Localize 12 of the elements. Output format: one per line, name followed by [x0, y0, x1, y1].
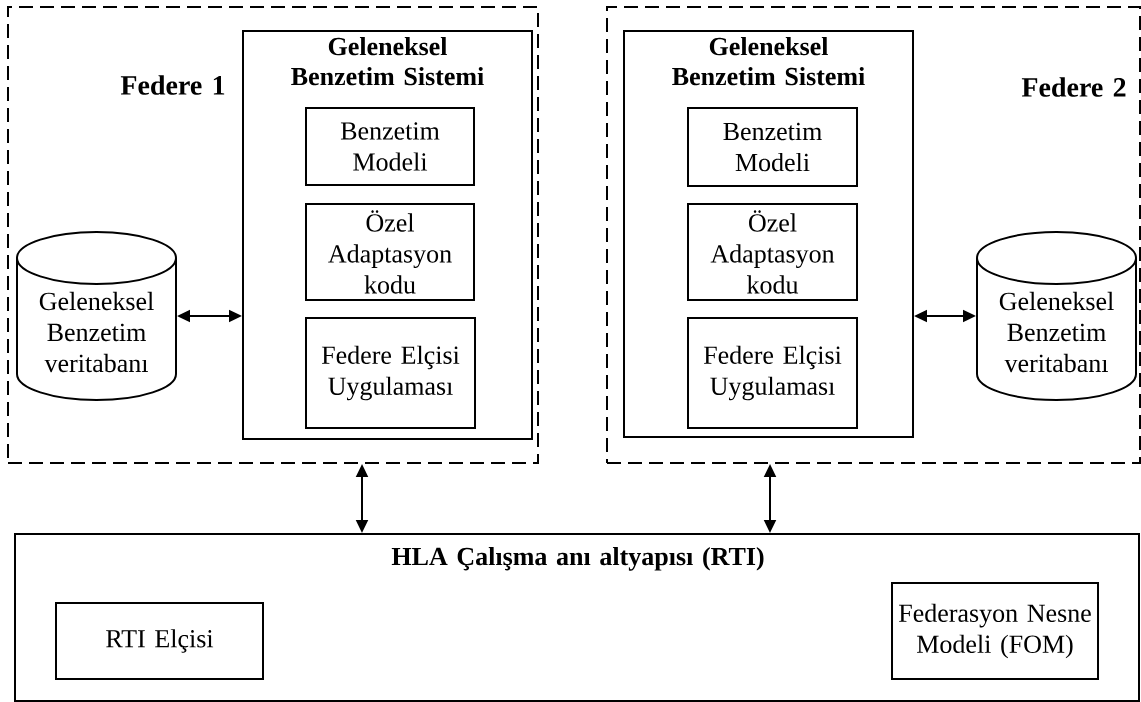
- module-box: Özel Adaptasyon kodu: [305, 203, 475, 301]
- node-label: Geleneksel Benzetim veritabanı: [999, 291, 1114, 373]
- node-label: Geleneksel Benzetim veritabanı: [39, 291, 154, 373]
- module-box: Özel Adaptasyon kodu: [687, 203, 858, 301]
- database-cylinder: Geleneksel Benzetim veritabanı: [976, 231, 1137, 401]
- database-cylinder: Geleneksel Benzetim veritabanı: [16, 231, 177, 401]
- module-box: Federe Elçisi Uygulaması: [305, 317, 476, 429]
- component-box: RTI Elçisi: [55, 602, 264, 680]
- module-box: Benzetim Modeli: [305, 107, 475, 186]
- module-box: Federe Elçisi Uygulaması: [687, 317, 858, 429]
- component-box: Federasyon Nesne Modeli (FOM): [891, 582, 1099, 680]
- module-box: Benzetim Modeli: [687, 107, 858, 187]
